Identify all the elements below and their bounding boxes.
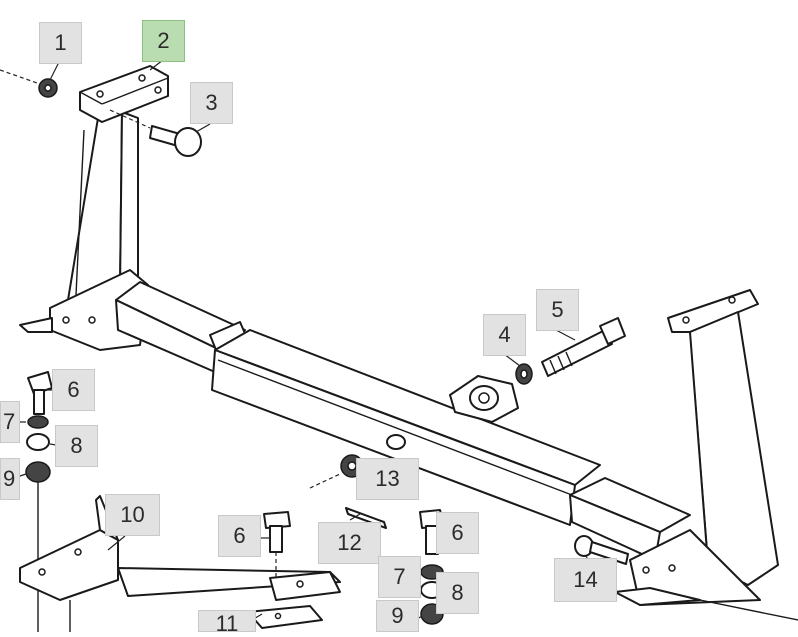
- bolt-5: [541, 317, 626, 377]
- washer-4: [515, 363, 533, 385]
- main-cross-tube: [115, 281, 691, 561]
- callout-6-right[interactable]: 6: [436, 512, 479, 554]
- callout-6-middle[interactable]: 6: [218, 515, 261, 557]
- callout-7-right[interactable]: 7: [378, 556, 421, 598]
- callout-14[interactable]: 14: [554, 558, 617, 602]
- callout-2-selected[interactable]: 2: [142, 20, 185, 62]
- callout-6-left[interactable]: 6: [52, 369, 95, 411]
- callout-9-right[interactable]: 9: [376, 600, 419, 632]
- callout-3[interactable]: 3: [190, 82, 233, 124]
- callout-13[interactable]: 13: [356, 458, 419, 500]
- callout-1[interactable]: 1: [39, 22, 82, 64]
- plate-11: [247, 605, 323, 629]
- top-bracket: [79, 65, 169, 123]
- callout-5[interactable]: 5: [536, 289, 579, 331]
- bolt-14: [574, 535, 629, 565]
- left-upright-support: [19, 111, 149, 351]
- callout-4[interactable]: 4: [483, 314, 526, 356]
- callout-8-left[interactable]: 8: [55, 425, 98, 467]
- carriage-bolt-3: [109, 109, 202, 157]
- arm-bracket-10: [19, 495, 341, 632]
- callout-12[interactable]: 12: [318, 522, 381, 564]
- callout-10[interactable]: 10: [105, 494, 160, 536]
- callout-7-left[interactable]: 7: [0, 401, 20, 443]
- callout-11[interactable]: 11: [198, 610, 256, 636]
- callout-8-right[interactable]: 8: [436, 572, 479, 614]
- right-upright-support: [614, 289, 798, 621]
- pillow-block-bearing: [449, 375, 519, 423]
- fastener-stack-middle: [263, 511, 291, 580]
- nut-1: [0, 69, 58, 98]
- callout-9-left[interactable]: 9: [0, 458, 20, 500]
